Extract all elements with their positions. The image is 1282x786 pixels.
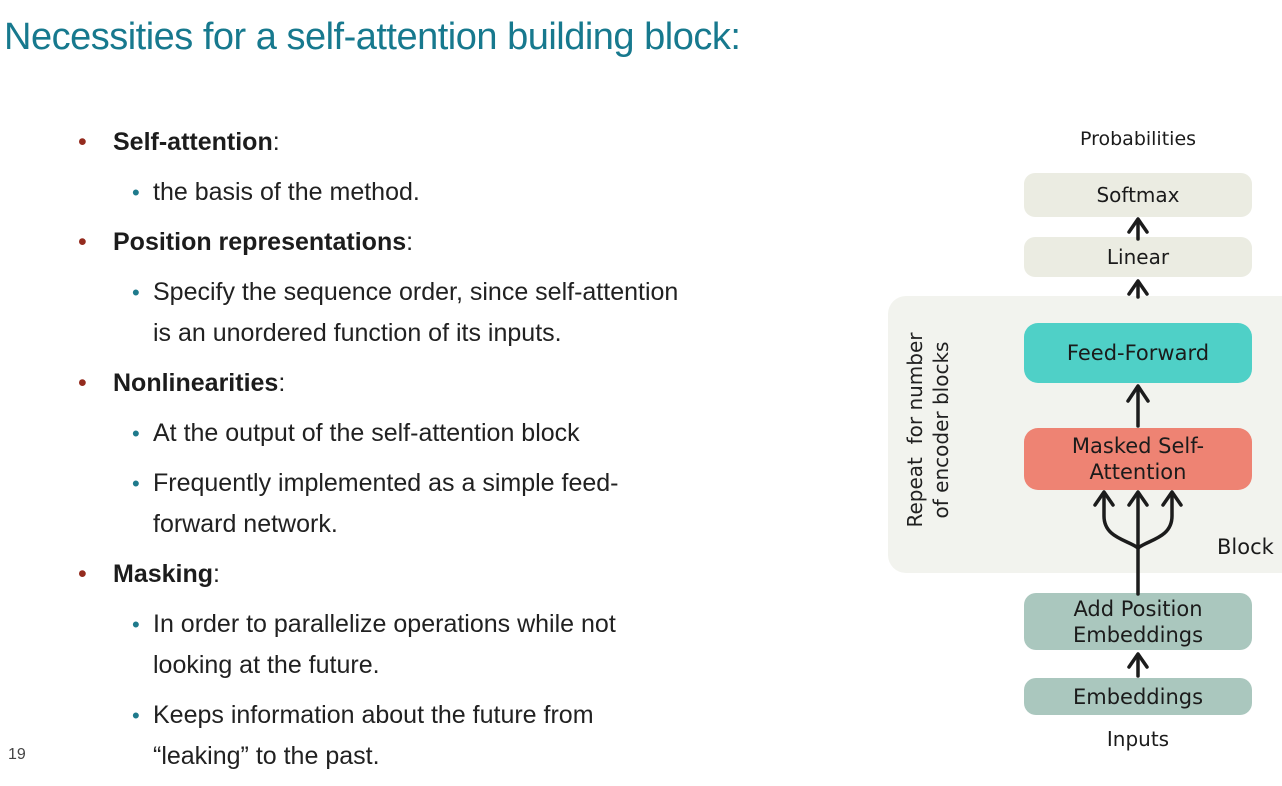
- bullet-suffix: :: [406, 228, 414, 256]
- repeat-region: [888, 296, 1282, 573]
- bullet-dot-icon: [132, 463, 140, 504]
- bullet-dot-icon: [132, 272, 140, 313]
- bullet-dot-icon: [78, 554, 87, 595]
- linear-box-label: Linear: [1106, 245, 1170, 269]
- arrow-up-icon: [1127, 279, 1149, 299]
- bullet-line: Frequently implemented as a simple feed-: [153, 469, 619, 497]
- bullet-line: looking at the future.: [153, 651, 380, 679]
- bullet-suffix: :: [272, 128, 280, 156]
- bullet-line: forward network.: [153, 510, 338, 538]
- bullet-item-parallelize: In order to parallelize operations while…: [0, 604, 870, 686]
- bullet-dot-icon: [132, 172, 140, 213]
- bullet-item-specify-order: Specify the sequence order, since self-a…: [0, 272, 870, 354]
- add-position-embeddings-label-line: Add Position: [1073, 596, 1203, 621]
- slide-title: Necessities for a self-attention buildin…: [4, 16, 741, 58]
- bullet-term: Self-attention: [113, 128, 273, 156]
- repeat-label-line: of encoder blocks: [929, 341, 953, 519]
- bullet-line: is an unordered function of its inputs.: [153, 319, 562, 347]
- bullet-line: Keeps information about the future from: [153, 701, 594, 729]
- bullet-dot-icon: [132, 413, 140, 454]
- block-label: Block: [1217, 535, 1274, 559]
- arrow-up-icon: [1126, 384, 1150, 428]
- embeddings-box: Embeddings: [1024, 678, 1252, 715]
- bullet-item-position-representations: Position representations:: [0, 222, 870, 263]
- feed-forward-box-label: Feed-Forward: [1066, 341, 1210, 365]
- bullet-term: Nonlinearities: [113, 369, 279, 397]
- masked-self-attention-label-line: Masked Self-: [1071, 434, 1205, 458]
- bullet-term: Masking: [113, 560, 214, 588]
- bullet-line: the basis of the method.: [153, 178, 420, 206]
- repeat-label-line: Repeat for number: [903, 332, 927, 528]
- bullet-dot-icon: [78, 122, 87, 163]
- feed-forward-box: Feed-Forward: [1024, 323, 1252, 383]
- masked-self-attention-box: Masked Self- Attention: [1024, 428, 1252, 490]
- bullet-dot-icon: [132, 695, 140, 736]
- softmax-box: Softmax: [1024, 173, 1252, 217]
- arrow-up-icon: [1127, 652, 1149, 678]
- bullet-item-leaking: Keeps information about the future from …: [0, 695, 870, 777]
- branch-arrows-icon: [1093, 490, 1183, 596]
- bullet-line: At the output of the self-attention bloc…: [153, 419, 580, 447]
- bullet-suffix: :: [278, 369, 286, 397]
- bullet-list: Self-attention: the basis of the method.…: [0, 122, 870, 786]
- bullet-suffix: :: [213, 560, 220, 588]
- bullet-dot-icon: [132, 604, 140, 645]
- bullet-item-nonlinearities: Nonlinearities:: [0, 363, 870, 404]
- bullet-line: “leaking” to the past.: [153, 742, 380, 770]
- bullet-item-masking: Masking:: [0, 554, 870, 595]
- probabilities-label: Probabilities: [1079, 128, 1197, 150]
- bullet-item-feed-forward: Frequently implemented as a simple feed-…: [0, 463, 870, 545]
- bullet-term: Position representations: [113, 228, 407, 256]
- bullet-item-output-block: At the output of the self-attention bloc…: [0, 413, 870, 454]
- bullet-dot-icon: [78, 222, 87, 263]
- masked-self-attention-label-line: Attention: [1089, 460, 1187, 484]
- page-number: 19: [8, 746, 26, 763]
- diagram-arrows: [1093, 217, 1183, 678]
- softmax-box-label: Softmax: [1096, 183, 1180, 207]
- bullet-line: Specify the sequence order, since self-a…: [153, 278, 679, 306]
- linear-box: Linear: [1024, 237, 1252, 277]
- bullet-dot-icon: [78, 363, 87, 404]
- bullet-line: In order to parallelize operations while…: [153, 610, 616, 638]
- embeddings-box-label: Embeddings: [1072, 684, 1204, 709]
- arrow-up-icon: [1127, 217, 1149, 241]
- add-position-embeddings-label-line: Embeddings: [1072, 622, 1204, 647]
- bullet-item-basis: the basis of the method.: [0, 172, 870, 213]
- bullet-item-self-attention: Self-attention:: [0, 122, 870, 163]
- inputs-label: Inputs: [1106, 727, 1170, 751]
- add-position-embeddings-box: Add Position Embeddings: [1024, 593, 1252, 650]
